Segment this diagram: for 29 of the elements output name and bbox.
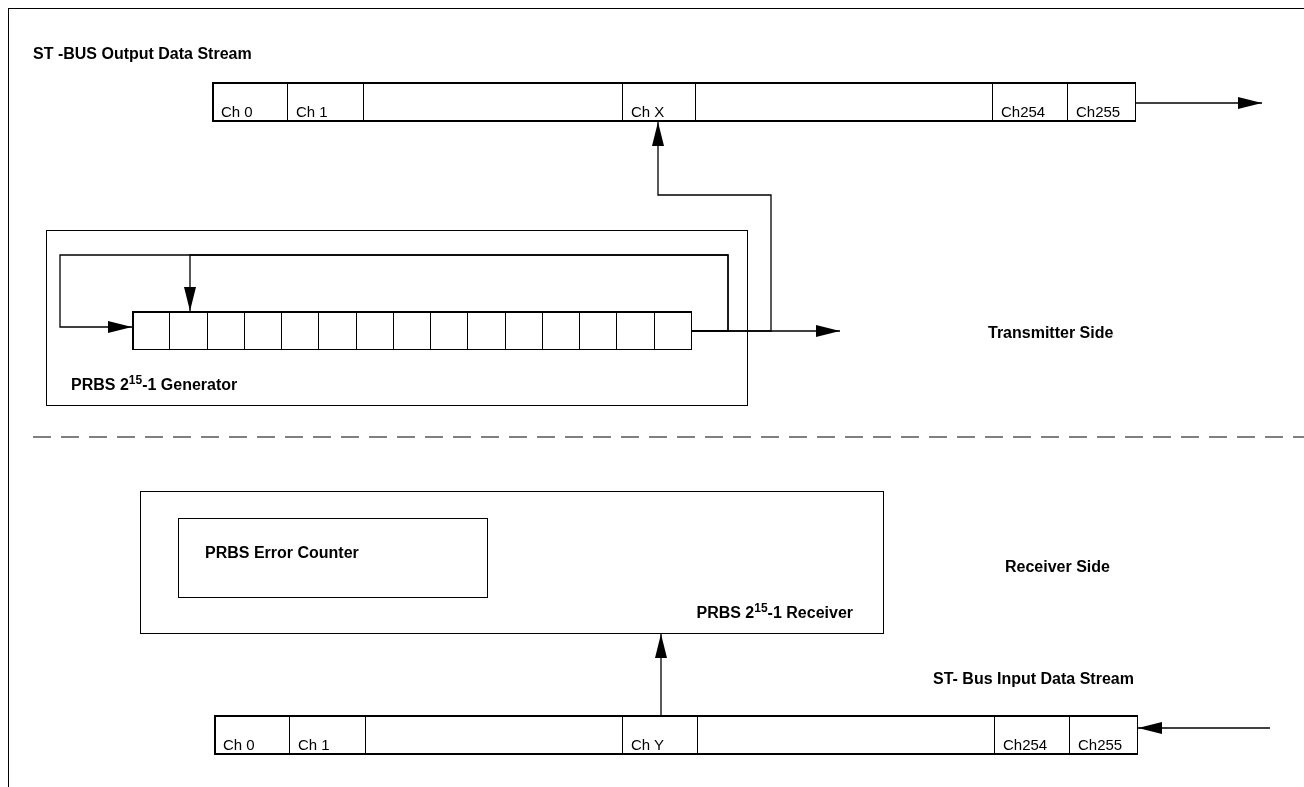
- arrow: [655, 633, 667, 716]
- channel-label: Ch 0: [221, 104, 253, 119]
- section-label: Transmitter Side: [988, 323, 1114, 343]
- channel-label: Ch Y: [631, 737, 665, 752]
- arrow: [184, 254, 729, 332]
- block-box: [46, 230, 748, 406]
- register-stage: [132, 311, 170, 350]
- block-label: PRBS 2$^{15}$-1 Generator: [71, 373, 238, 395]
- block-label: PRBS Error Counter: [205, 543, 359, 563]
- data-stream-bar: [215, 716, 1138, 754]
- channel-label: Ch255: [1076, 104, 1121, 119]
- channel-label: Ch 1: [298, 737, 330, 752]
- block-label: PRBS 2$^{15}$-1 Receiver: [696, 601, 853, 623]
- channel-label: Ch X: [631, 104, 665, 119]
- arrow: [652, 121, 772, 332]
- section-label: ST -BUS Output Data Stream: [33, 44, 252, 64]
- channel-label: Ch255: [1078, 737, 1123, 752]
- arrow: [1135, 97, 1263, 109]
- section-label: ST- Bus Input Data Stream: [933, 669, 1134, 689]
- channel-label: Ch 1: [296, 104, 328, 119]
- block-box: [178, 518, 488, 598]
- arrow: [1137, 722, 1271, 734]
- channel-label: Ch254: [1003, 737, 1048, 752]
- block-box: [140, 491, 884, 634]
- channel-label: Ch 0: [223, 737, 255, 752]
- data-stream-bar: [213, 83, 1136, 121]
- shift-register: [133, 312, 692, 350]
- channel-label: Ch254: [1001, 104, 1046, 119]
- section-label: Receiver Side: [1005, 557, 1110, 577]
